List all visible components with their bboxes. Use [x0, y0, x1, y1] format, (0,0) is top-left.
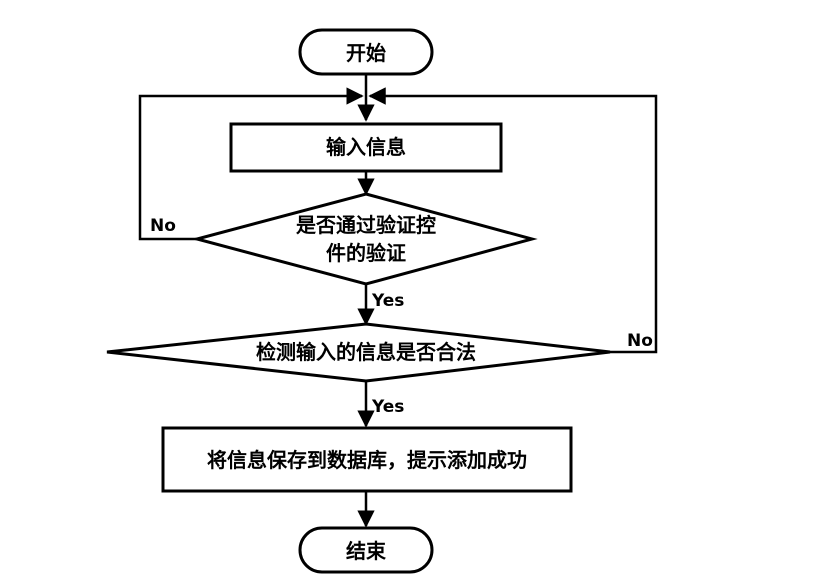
end-label: 结束: [346, 539, 387, 563]
check-no-label: No: [627, 331, 653, 351]
validate-decision: [191, 192, 538, 286]
validate-no-label: No: [150, 216, 176, 236]
input-label: 输入信息: [326, 135, 406, 159]
validate-label-line1: 是否通过验证控: [295, 213, 436, 237]
edge-check-no-loop: [368, 87, 658, 354]
check-yes-label: Yes: [371, 397, 404, 417]
validate-label-line2: 件的验证: [326, 241, 406, 265]
edge-validate-no-loop: [138, 87, 364, 241]
save-box: [161, 426, 573, 493]
validate-yes-label: Yes: [371, 291, 404, 311]
check-label: 检测输入的信息是否合法: [256, 340, 476, 364]
start-label: 开始: [346, 41, 386, 65]
input-box: [229, 122, 503, 173]
save-label: 将信息保存到数据库，提示添加成功: [207, 448, 527, 472]
end-terminal: [298, 526, 434, 574]
